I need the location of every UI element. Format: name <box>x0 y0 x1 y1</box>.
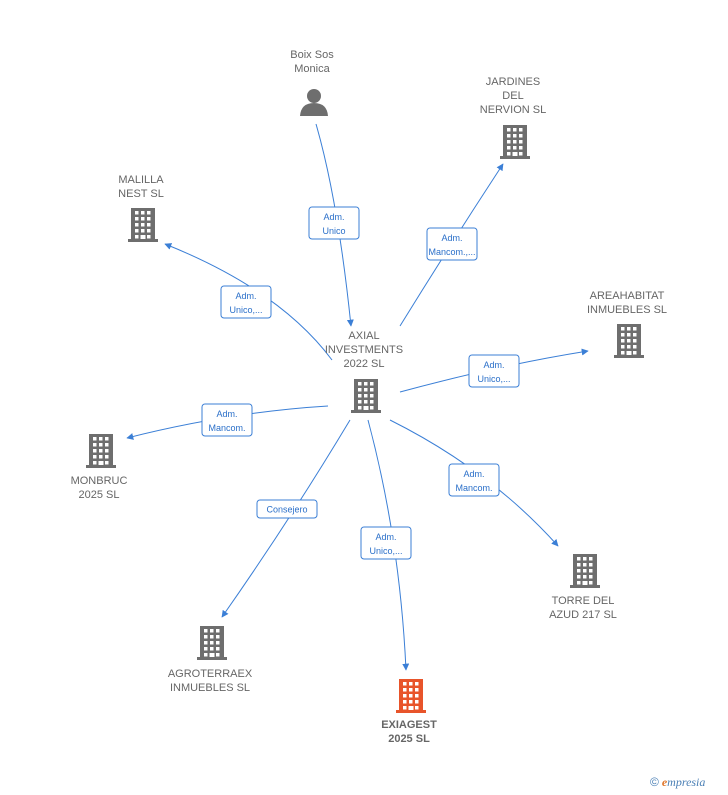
node-label-exiagest: EXIAGEST <box>381 719 437 731</box>
brand-initial: e <box>661 775 668 789</box>
node-label-exiagest: 2025 SL <box>388 733 430 745</box>
relation-box-boix[interactable]: Adm. Unico <box>308 206 360 240</box>
building-icon <box>570 554 600 588</box>
edge-axial-agroterraex <box>221 419 351 618</box>
relation-box-torre[interactable]: Adm. Mancom. <box>448 463 500 497</box>
node-label-axial: 2022 SL <box>344 358 385 370</box>
node-exiagest[interactable]: EXIAGEST 2025 SL <box>381 679 437 745</box>
node-label-torre: AZUD 217 SL <box>549 609 617 621</box>
node-label-monbruc: 2025 SL <box>79 489 120 501</box>
building-icon <box>86 434 116 468</box>
relation-label: Unico <box>322 226 345 236</box>
relation-box-jardines[interactable]: Adm. Mancom.,... <box>426 227 478 261</box>
relation-label: Consejero <box>266 505 307 515</box>
relation-label: Mancom. <box>208 423 245 433</box>
building-icon <box>351 379 381 413</box>
relation-label: Adm. <box>235 291 256 301</box>
relation-label: Adm. <box>441 233 462 243</box>
node-label-areahabitat: INMUEBLES SL <box>587 304 667 316</box>
relation-label: Unico,... <box>477 374 510 384</box>
relation-label: Unico,... <box>229 305 262 315</box>
node-label-agroterraex: AGROTERRAEX <box>168 668 253 680</box>
node-monbruc[interactable]: MONBRUC 2025 SL <box>71 434 128 501</box>
person-icon <box>300 89 328 116</box>
node-label-malilla: MALILLA <box>118 174 164 186</box>
node-label-jardines: JARDINES <box>486 76 540 88</box>
node-torre[interactable]: TORRE DEL AZUD 217 SL <box>549 554 617 621</box>
node-label-jardines: DEL <box>502 90 523 102</box>
copyright-icon: © <box>650 775 659 789</box>
relation-box-areahabitat[interactable]: Adm. Unico,... <box>468 354 520 388</box>
building-icon <box>500 125 530 159</box>
relation-label: Adm. <box>375 532 396 542</box>
node-label-agroterraex: INMUEBLES SL <box>170 682 250 694</box>
node-label-jardines: NERVION SL <box>480 104 546 116</box>
node-label-malilla: NEST SL <box>118 188 164 200</box>
node-label-boix: Boix Sos <box>290 49 334 61</box>
node-areahabitat[interactable]: AREAHABITAT INMUEBLES SL <box>587 290 667 358</box>
node-jardines[interactable]: JARDINES DEL NERVION SL <box>480 76 546 159</box>
relation-box-agroterraex[interactable]: Consejero <box>256 499 318 519</box>
node-label-torre: TORRE DEL <box>552 595 615 607</box>
node-malilla[interactable]: MALILLA NEST SL <box>118 174 164 242</box>
building-icon <box>128 208 158 242</box>
building-icon <box>197 626 227 660</box>
relation-label: Adm. <box>463 469 484 479</box>
node-label-boix: Monica <box>294 63 330 75</box>
relations-layer: Adm.UnicoAdm.Mancom.,...Adm.Unico,...Adm… <box>201 206 520 560</box>
relation-label: Unico,... <box>369 546 402 556</box>
node-axial[interactable]: AXIAL INVESTMENTS 2022 SL <box>325 330 403 413</box>
relation-label: Adm. <box>483 360 504 370</box>
relation-box-malilla[interactable]: Adm. Unico,... <box>220 285 272 319</box>
node-label-areahabitat: AREAHABITAT <box>590 290 665 302</box>
brand-name: mpresia <box>667 775 706 789</box>
relation-label: Adm. <box>216 409 237 419</box>
node-agroterraex[interactable]: AGROTERRAEX INMUEBLES SL <box>168 626 253 694</box>
node-label-axial: AXIAL <box>348 330 379 342</box>
relation-box-exiagest[interactable]: Adm. Unico,... <box>360 526 412 560</box>
relation-box-monbruc[interactable]: Adm. Mancom. <box>201 403 253 437</box>
node-label-monbruc: MONBRUC <box>71 475 128 487</box>
building-icon <box>396 679 426 713</box>
relation-label: Mancom. <box>455 483 492 493</box>
node-label-axial: INVESTMENTS <box>325 344 403 356</box>
relation-label: Adm. <box>323 212 344 222</box>
empresia-watermark: ©empresia <box>650 775 705 790</box>
building-icon <box>614 324 644 358</box>
relation-label: Mancom.,... <box>428 247 475 257</box>
